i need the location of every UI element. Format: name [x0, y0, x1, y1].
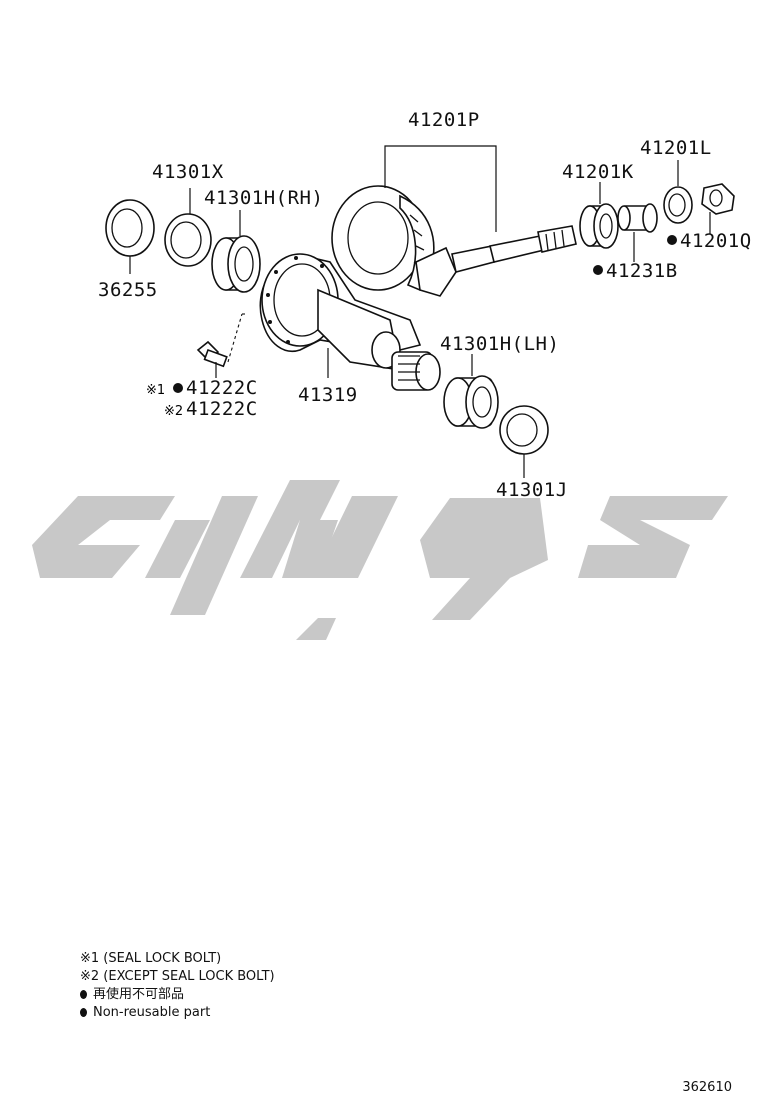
marker-note1: ※1 [146, 383, 165, 398]
label-41201Q: 41201Q [680, 230, 752, 252]
part-41201K-bearing [579, 203, 619, 249]
label-41231B: 41231B [606, 260, 678, 282]
part-41222C-bolt [196, 340, 228, 368]
label-41301X: 41301X [152, 161, 224, 183]
label-41301H-RH: 41301H(RH) [204, 187, 323, 209]
note-text: 再使用不可部品 [93, 987, 185, 1002]
label-41222C-except: 41222C [186, 398, 258, 420]
part-41231B-spacer [617, 203, 658, 233]
legend-notes: ※1 (SEAL LOCK BOLT) ※2 (EXCEPT SEAL LOCK… [80, 950, 275, 1022]
part-41301H-RH-bearing [211, 235, 261, 293]
non-reusable-mark-icon [173, 383, 183, 393]
part-41319-diff-case [259, 253, 441, 391]
non-reusable-mark-icon [667, 235, 677, 245]
label-41301J: 41301J [496, 479, 568, 501]
label-36255: 36255 [98, 279, 158, 301]
bullet-icon [80, 1008, 87, 1017]
part-36255-seal [105, 199, 155, 257]
label-41301H-LH: 41301H(LH) [440, 333, 559, 355]
label-41319: 41319 [298, 384, 358, 406]
watermark-logo [32, 480, 728, 640]
label-41222C-seal-lock: 41222C [186, 377, 258, 399]
non-reusable-mark-icon [593, 265, 603, 275]
part-41301J-shim [499, 405, 549, 455]
label-41201P: 41201P [408, 109, 480, 131]
part-41201Q-nut [701, 183, 735, 215]
part-41301X-shim [164, 213, 212, 267]
figure-number: 362610 [682, 1080, 732, 1095]
note-non-reusable-jp: 再使用不可部品 [80, 986, 275, 1004]
label-41201L: 41201L [640, 137, 712, 159]
bullet-icon [80, 990, 87, 999]
part-41301H-LH-bearing [443, 375, 499, 429]
note-seal-lock-bolt: ※1 (SEAL LOCK BOLT) [80, 951, 222, 966]
part-41201P-drive-pinion [415, 225, 577, 297]
note-non-reusable-en: Non-reusable part [80, 1004, 275, 1022]
note-text: Non-reusable part [93, 1005, 211, 1020]
marker-note2: ※2 [164, 404, 183, 419]
part-41201L-washer [663, 186, 693, 224]
note-except-seal-lock-bolt: ※2 (EXCEPT SEAL LOCK BOLT) [80, 969, 275, 984]
label-41201K: 41201K [562, 161, 634, 183]
